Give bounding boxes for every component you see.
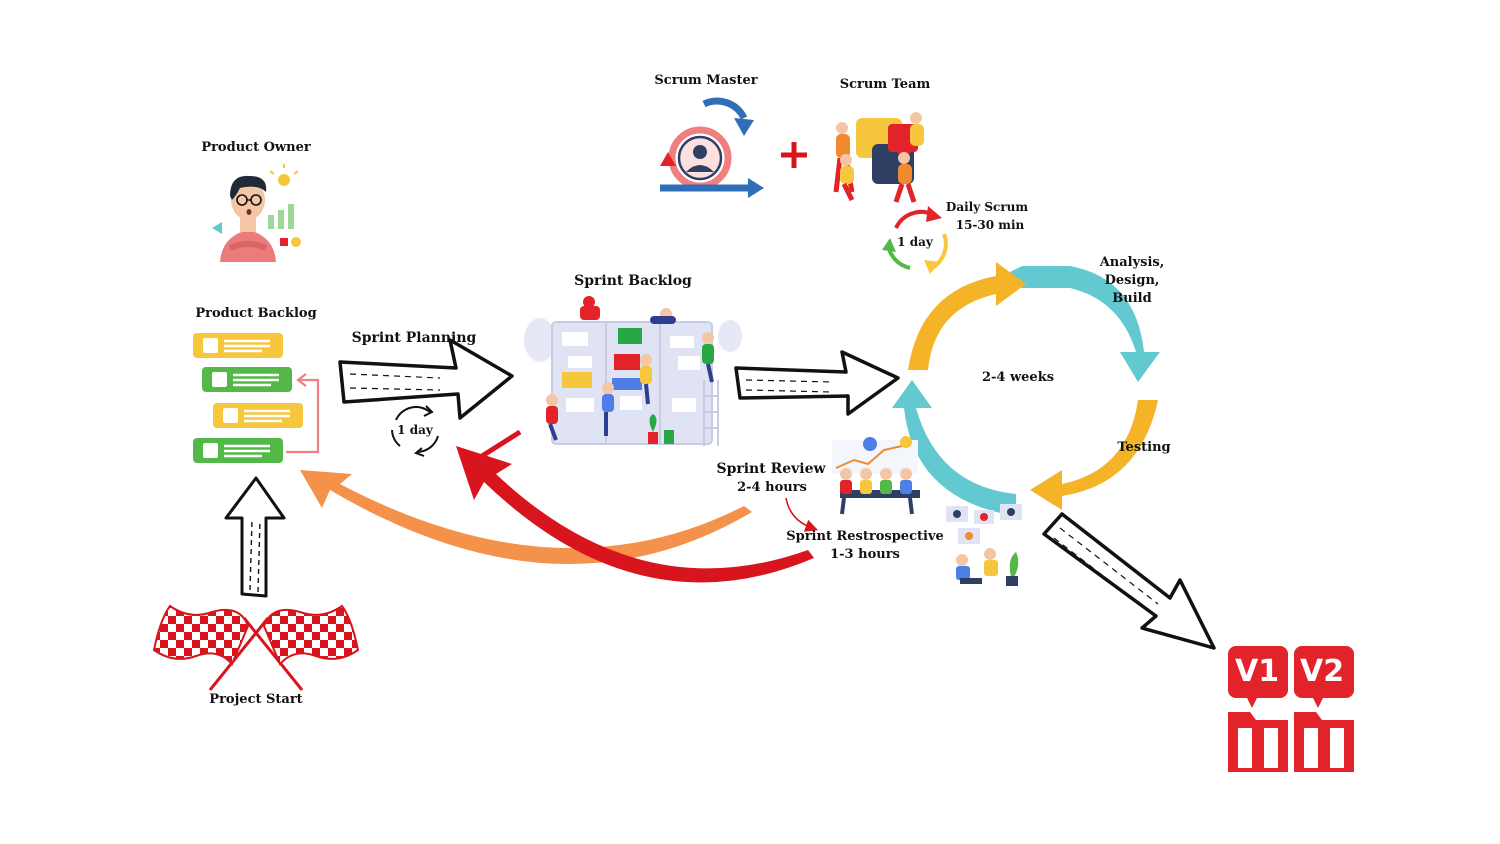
product-backlog-stack (193, 333, 320, 463)
product-owner-illustration (212, 164, 301, 262)
sprint-backlog-label: Sprint Backlog (574, 273, 692, 289)
cycle-arrow (908, 262, 1026, 370)
sprint-retrospective-time: 1-3 hours (830, 547, 900, 562)
version-release-icons (1228, 646, 1354, 772)
v2-release-icon (1294, 646, 1354, 772)
phase-design-label: Design, (1104, 273, 1160, 288)
checkered-flags-icon (152, 604, 360, 691)
planning-duration-label: 1 day (397, 423, 433, 437)
sprint-retrospective-label: Sprint Restrospective (786, 529, 944, 544)
v2-label: V2 (1300, 654, 1345, 689)
backlog-item (213, 403, 303, 428)
sprint-execution-arrow (734, 350, 900, 416)
plus-icon (781, 142, 807, 168)
cycle-arrow (1010, 266, 1160, 382)
scrum-team-label: Scrum Team (839, 77, 931, 92)
sprint-planning-label: Sprint Planning (351, 330, 477, 346)
phase-analysis-label: Analysis, (1099, 255, 1165, 270)
cycle-duration-label: 2-4 weeks (981, 370, 1055, 385)
sprint-review-label: Sprint Review (716, 461, 826, 477)
sprint-retrospective-illustration (946, 504, 1022, 586)
backlog-item (193, 333, 283, 358)
planning-duration-cycle-icon (391, 405, 439, 457)
release-arrow (1042, 512, 1216, 650)
phase-build-label: Build (1112, 291, 1152, 306)
cycle-arrow (1030, 400, 1158, 510)
review-feedback-arrow (300, 470, 752, 564)
v1-label: V1 (1235, 654, 1280, 689)
product-backlog-label: Product Backlog (195, 306, 317, 321)
daily-scrum-cycle-icon (882, 206, 948, 274)
sprint-backlog-board-illustration (524, 296, 742, 446)
daily-scrum-time: 15-30 min (955, 218, 1025, 232)
review-to-retro-connector (785, 497, 819, 532)
product-owner-label: Product Owner (201, 140, 311, 155)
daily-scrum-label: Daily Scrum (945, 200, 1029, 214)
sprint-review-time: 2-4 hours (737, 480, 807, 495)
backlog-item (202, 367, 292, 392)
project-start-label: Project Start (209, 692, 303, 707)
phase-testing-label: Testing (1117, 440, 1171, 455)
retrospective-feedback-arrow (456, 429, 814, 583)
start-to-backlog-arrow (224, 476, 286, 598)
daily-duration-label: 1 day (897, 235, 933, 249)
sprint-review-illustration (832, 436, 920, 515)
scrum-master-icon (660, 97, 764, 198)
v1-release-icon (1228, 646, 1288, 772)
scrum-team-illustration (833, 112, 924, 203)
backlog-item (193, 438, 283, 463)
backlog-reorder-arrow (286, 378, 320, 454)
scrum-master-label: Scrum Master (654, 73, 758, 88)
sprint-planning-arrow (338, 338, 514, 420)
